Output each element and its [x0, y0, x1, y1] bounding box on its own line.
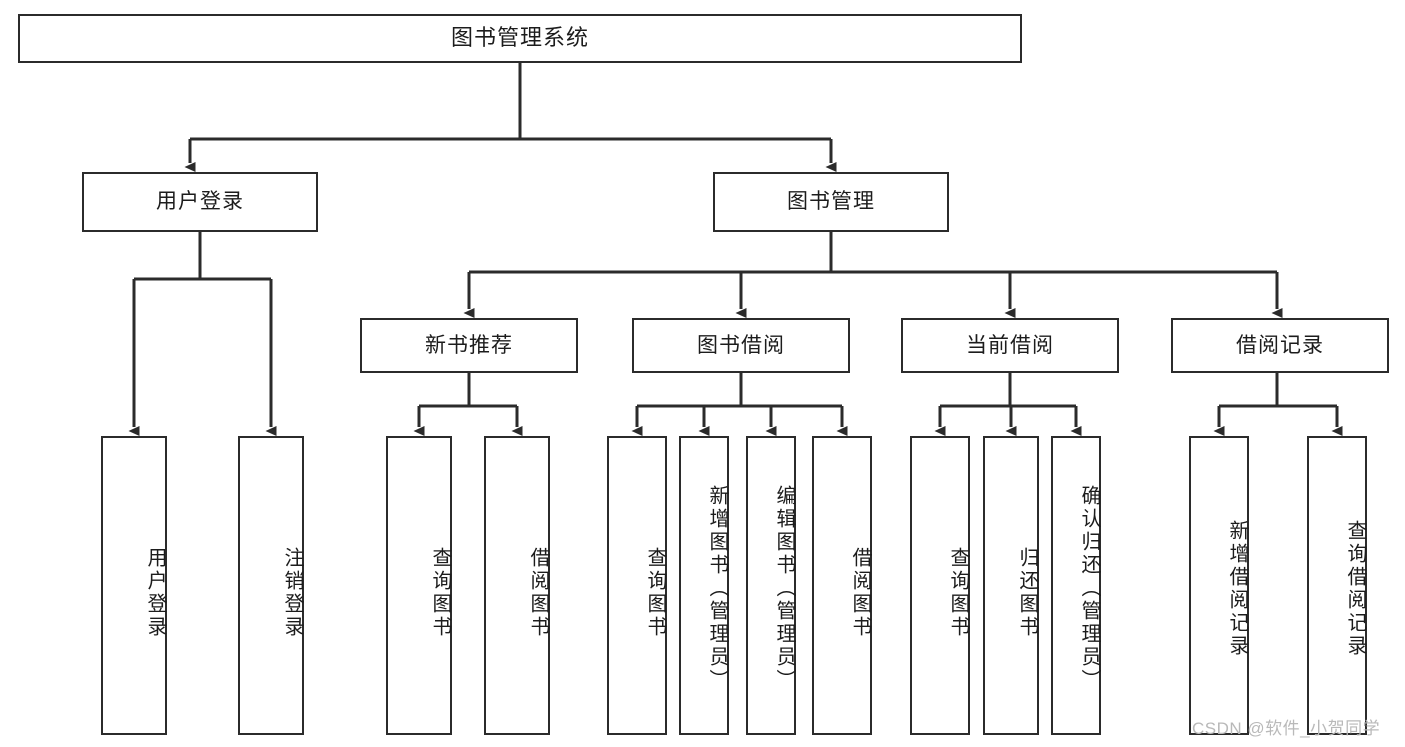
leaf-query-book-recommend[interactable]: 查询图书	[386, 436, 452, 735]
node-root-system[interactable]: 图书管理系统	[18, 14, 1022, 63]
leaf-add-borrow-record[interactable]: 新增借阅记录	[1189, 436, 1249, 735]
leaf-user-login[interactable]: 用户登录	[101, 436, 167, 735]
leaf-query-book-borrow[interactable]: 查询图书	[607, 436, 667, 735]
leaf-borrow-book-borrow[interactable]: 借阅图书	[812, 436, 872, 735]
leaf-confirm-return-admin[interactable]: 确认归还（管理员）	[1051, 436, 1101, 735]
leaf-query-borrow-record[interactable]: 查询借阅记录	[1307, 436, 1367, 735]
node-current-borrow[interactable]: 当前借阅	[901, 318, 1119, 373]
leaf-query-book-current[interactable]: 查询图书	[910, 436, 970, 735]
leaf-borrow-book-recommend[interactable]: 借阅图书	[484, 436, 550, 735]
node-book-borrow[interactable]: 图书借阅	[632, 318, 850, 373]
node-user-login[interactable]: 用户登录	[82, 172, 318, 232]
leaf-return-book[interactable]: 归还图书	[983, 436, 1039, 735]
node-book-manage[interactable]: 图书管理	[713, 172, 949, 232]
node-new-book-recommend[interactable]: 新书推荐	[360, 318, 578, 373]
leaf-logout[interactable]: 注销登录	[238, 436, 304, 735]
leaf-add-book-admin[interactable]: 新增图书（管理员）	[679, 436, 729, 735]
node-borrow-record[interactable]: 借阅记录	[1171, 318, 1389, 373]
leaf-edit-book-admin[interactable]: 编辑图书（管理员）	[746, 436, 796, 735]
csdn-watermark: CSDN @软件_小贺同学	[1192, 719, 1381, 738]
